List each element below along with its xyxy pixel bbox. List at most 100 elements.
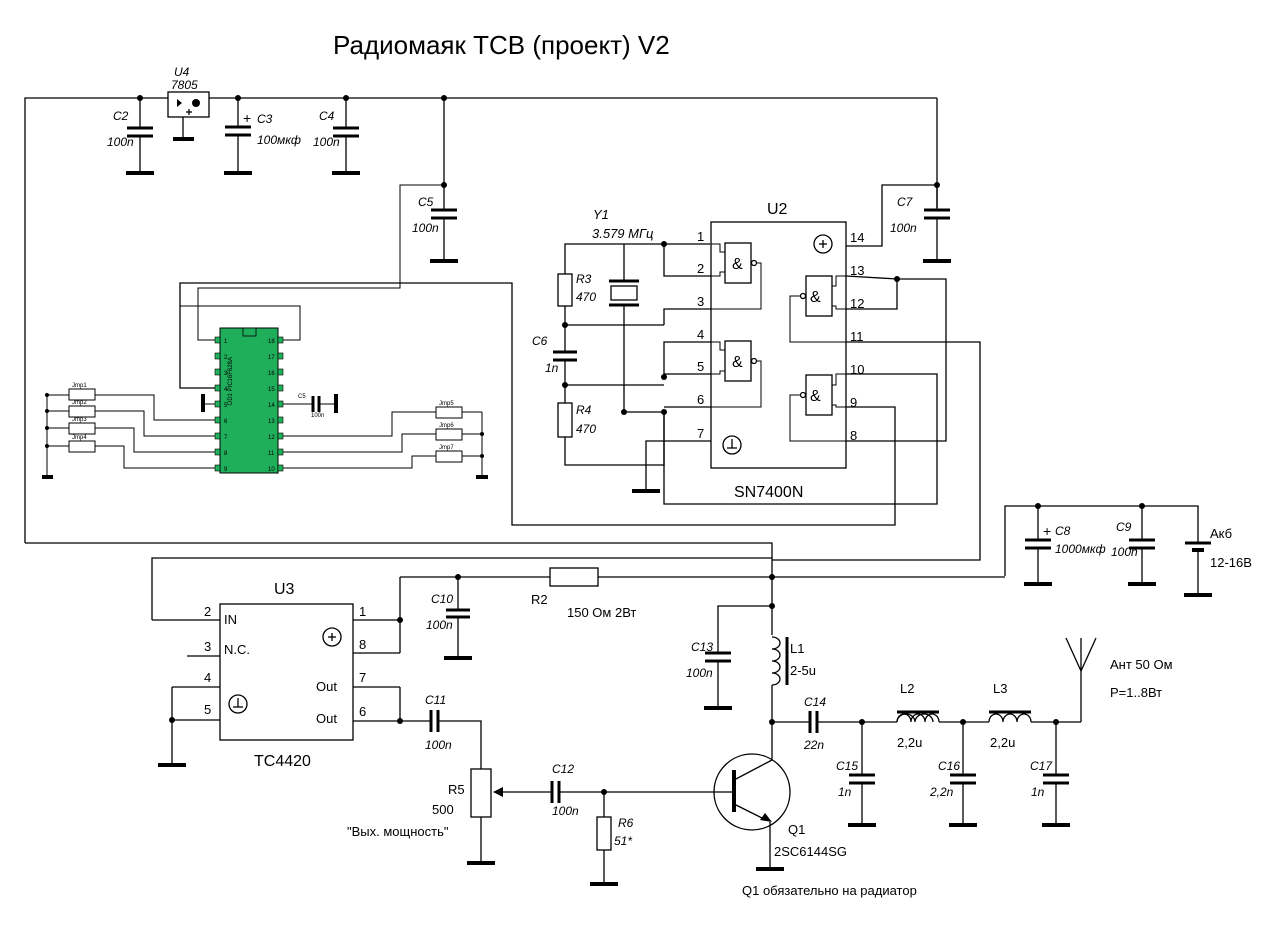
- c5-ref: C5: [418, 195, 434, 209]
- c16-ref: C16: [938, 759, 960, 773]
- dd1-pin-1: 1: [224, 339, 228, 345]
- gate3-symbol: &: [810, 289, 821, 306]
- u3-nc-label: N.C.: [224, 642, 250, 657]
- c11-ref: C11: [425, 693, 446, 707]
- c13-ref: C13: [691, 640, 713, 654]
- c17-value: 1n: [1031, 785, 1045, 799]
- battery-value: 12-16В: [1210, 555, 1252, 570]
- r5-value: 500: [432, 802, 454, 817]
- c17-ref: C17: [1030, 759, 1053, 773]
- dd1-pin-18: 18: [268, 339, 275, 345]
- u2-value: SN7400N: [734, 484, 803, 501]
- u3-pin-6: 6: [359, 704, 366, 719]
- y1-ref: Y1: [593, 207, 609, 222]
- u3-ref: U3: [274, 581, 295, 598]
- u2-ref: U2: [767, 201, 788, 218]
- dd1-pin-17: 17: [268, 355, 275, 361]
- u3-pin-4: 4: [204, 670, 211, 685]
- u3-value: TC4420: [254, 753, 311, 770]
- regulator-u4: U4 7805: [167, 65, 210, 141]
- c3-ref: C3: [257, 112, 273, 126]
- u3-pin-1: 1: [359, 604, 366, 619]
- u3-pin-5: 5: [204, 702, 211, 717]
- u4-ref: U4: [174, 65, 190, 79]
- u2-pin-14: 14: [850, 230, 864, 245]
- dd1-ref: DD1 PIC16F628A: [228, 357, 234, 405]
- dd1-pin-10: 10: [268, 467, 275, 473]
- c16-value: 2,2n: [929, 785, 954, 799]
- c7-value: 100n: [890, 221, 917, 235]
- c8-value: 1000мкф: [1055, 542, 1106, 556]
- c9-ref: C9: [1116, 520, 1132, 534]
- q1-value: 2SC6144SG: [774, 844, 847, 859]
- c15-value: 1n: [838, 785, 852, 799]
- c2-value: 100n: [107, 135, 134, 149]
- capacitor-c4: C4 100n: [313, 95, 360, 175]
- u3-in-label: IN: [224, 612, 237, 627]
- c9-value: 100n: [1111, 545, 1138, 559]
- jmp7-label: Jmp7: [439, 445, 454, 451]
- dd1-pin-8: 8: [224, 451, 228, 457]
- dd1-pin-4: 4: [224, 387, 228, 393]
- c14-ref: C14: [804, 695, 826, 709]
- c8-plus: +: [1043, 523, 1051, 539]
- l3-ref: L3: [993, 681, 1007, 696]
- jmp2-label: Jmp2: [72, 400, 87, 406]
- capacitor-c5: C5 100n: [197, 95, 458, 341]
- dd1-pin-3: 3: [224, 371, 228, 377]
- u3-out1-label: Out: [316, 679, 337, 694]
- dd1-pin-5: 5: [224, 403, 228, 409]
- u3-pin-8: 8: [359, 637, 366, 652]
- battery-ref: Акб: [1210, 526, 1232, 541]
- c6-ref: C6: [532, 334, 548, 348]
- c14-value: 22n: [803, 738, 824, 752]
- r3-ref: R3: [576, 272, 592, 286]
- driver-u3: U3 TC4420 IN N.C. Out Out 2 3 4 5 1 8 7 …: [25, 542, 773, 770]
- ic-u2: U2 SN7400N & & & & 1 2: [697, 201, 864, 501]
- u2-pin-6: 6: [697, 392, 704, 407]
- u2-pin-4: 4: [697, 327, 704, 342]
- dd1-pin-12: 12: [268, 435, 275, 441]
- r4-value: 470: [576, 422, 596, 436]
- u2-pin-1: 1: [697, 229, 704, 244]
- q1-ref: Q1: [788, 822, 805, 837]
- c5-value: 100n: [412, 221, 439, 235]
- u2-pin-12: 12: [850, 296, 864, 311]
- u3-pin-2: 2: [204, 604, 211, 619]
- r6-ref: R6: [618, 816, 634, 830]
- dd1-pin-9: 9: [224, 467, 228, 473]
- c3-plus: +: [243, 110, 251, 126]
- c7-ref: C7: [897, 195, 914, 209]
- capacitor-c3: + C3 100мкф: [224, 95, 301, 175]
- jmp5-label: Jmp5: [439, 401, 454, 407]
- r5-note: "Вых. мощность": [347, 824, 449, 839]
- u2-wiring: [179, 241, 981, 561]
- antenna-ref: Ант 50 Ом: [1110, 657, 1173, 672]
- dd1-cap-ref: C5: [298, 394, 306, 400]
- u2-pin-8: 8: [850, 428, 857, 443]
- u2-pin-5: 5: [697, 359, 704, 374]
- l1-value: 2-5u: [790, 663, 816, 678]
- l2-value: 2,2u: [897, 735, 922, 750]
- y1-value: 3.579 МГц: [592, 226, 653, 241]
- jmp1-label: Jmp1: [72, 383, 87, 389]
- jumpers-left: Jmp1 Jmp2 Jmp3 Jmp4: [42, 383, 215, 479]
- u2-pin-7: 7: [697, 426, 704, 441]
- c4-ref: C4: [319, 109, 335, 123]
- microcontroller-dd1: DD1 PIC16F628A 1 2 3 4 5 6 7 8 9 18 17 1…: [180, 305, 338, 474]
- r4-ref: R4: [576, 403, 592, 417]
- l2-ref: L2: [900, 681, 914, 696]
- oscillator: Y1 3.579 МГц R3 470 C6 1n R4 470: [532, 207, 710, 466]
- u2-pin-13: 13: [850, 263, 864, 278]
- schematic-title: Радиомаяк ТСВ (проект) V2: [333, 30, 670, 60]
- u2-pin-3: 3: [697, 294, 704, 309]
- antenna-power: P=1..8Вт: [1110, 685, 1162, 700]
- r5-ref: R5: [448, 782, 465, 797]
- jmp6-label: Jmp6: [439, 423, 454, 429]
- u2-pin-9: 9: [850, 395, 857, 410]
- c8-ref: C8: [1055, 524, 1071, 538]
- c2-ref: C2: [113, 109, 129, 123]
- jmp3-label: Jmp3: [72, 417, 87, 423]
- u2-pin-11: 11: [850, 329, 864, 344]
